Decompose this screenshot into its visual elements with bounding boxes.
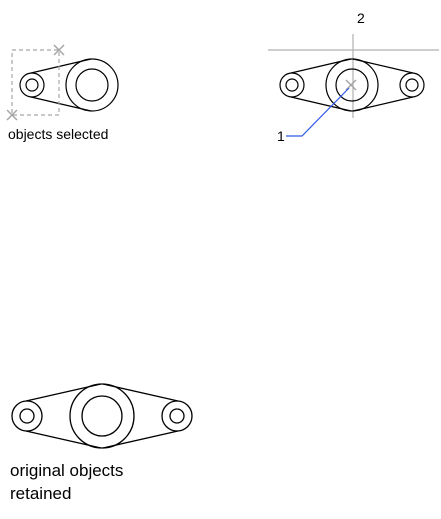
hub-outer-circle — [66, 59, 118, 111]
callout-label-2: 2 — [357, 10, 365, 26]
linkage-bottom-edge — [31, 97, 91, 111]
result-caption: original objects retained — [10, 459, 180, 505]
linkage-edge — [291, 59, 351, 73]
mirror-axis — [268, 34, 439, 118]
hub-outer-circle — [70, 384, 134, 448]
left-end-inner-circle — [286, 79, 298, 91]
right-end-inner-circle — [170, 409, 184, 423]
right-end-outer-circle — [162, 401, 192, 431]
hub-inner-circle — [76, 69, 108, 101]
left-end-inner-circle — [20, 409, 34, 423]
callout-label-1: 1 — [277, 128, 285, 144]
small-end-inner-circle — [26, 79, 38, 91]
left-end-outer-circle — [280, 73, 304, 97]
linkage-edge — [291, 97, 351, 111]
right-end-outer-circle — [400, 73, 424, 97]
linkage-edge — [103, 384, 178, 401]
linkage-top-edge — [31, 59, 91, 73]
linkage-edge — [103, 431, 178, 448]
selection-caption: objects selected — [8, 126, 108, 142]
pick-point-x-icon — [346, 80, 356, 90]
small-end-outer-circle — [20, 73, 44, 97]
left-end-outer-circle — [12, 401, 42, 431]
linkage-edge — [353, 97, 413, 111]
right-end-inner-circle — [406, 79, 418, 91]
selection-window-rect — [12, 50, 59, 115]
selected-linkage-object — [20, 59, 118, 111]
selection-window — [7, 45, 64, 120]
result-linkage-object — [12, 384, 192, 448]
hub-inner-circle — [82, 396, 122, 436]
linkage-edge — [26, 431, 101, 448]
linkage-edge — [26, 384, 101, 401]
linkage-edge — [353, 59, 413, 73]
